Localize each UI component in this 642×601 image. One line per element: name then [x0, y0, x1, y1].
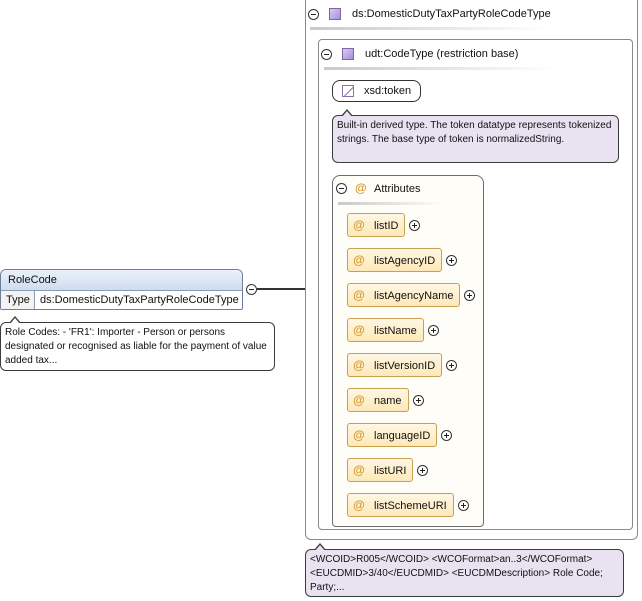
attribute-expand-button[interactable]: [457, 500, 469, 511]
attribute-list-uri[interactable]: @ listURI: [347, 458, 429, 482]
attribute-expand-button[interactable]: [446, 255, 458, 266]
attribute-expand-button[interactable]: [412, 395, 424, 406]
attribute-expand-button[interactable]: [417, 465, 429, 476]
simple-type-icon: [342, 85, 354, 97]
token-documentation: Built-in derived type. The token datatyp…: [332, 109, 619, 163]
complex-type-collapse-button[interactable]: [308, 9, 319, 20]
attribute-list-id[interactable]: @ listID: [347, 213, 421, 237]
element-documentation-text: Role Codes: - 'FR1': Importer - Person o…: [5, 327, 267, 366]
attribute-name: listSchemeURI: [374, 500, 447, 512]
attribute-list-scheme-uri[interactable]: @ listSchemeURI: [347, 493, 469, 517]
attribute-expand-button[interactable]: [441, 430, 453, 441]
attribute-icon: @: [353, 218, 365, 232]
attribute-name-attr[interactable]: @ name: [347, 388, 424, 412]
attribute-expand-button[interactable]: [427, 325, 439, 336]
attribute-name: listVersionID: [374, 360, 436, 372]
attributes-header-separator: [338, 202, 450, 205]
complex-type-name: ds:DomesticDutyTaxPartyRoleCodeType: [352, 8, 551, 20]
attribute-icon: @: [353, 498, 365, 512]
element-collapse-button[interactable]: [246, 284, 257, 295]
attribute-list-name[interactable]: @ listName: [347, 318, 439, 342]
element-name: RoleCode: [1, 270, 242, 291]
attribute-name: name: [374, 395, 402, 407]
attribute-name: listAgencyID: [374, 255, 436, 267]
element-documentation: Role Codes: - 'FR1': Importer - Person o…: [0, 316, 275, 371]
complex-type-documentation: <WCOID>R005</WCOID> <WCOFormat>an..3</WC…: [305, 543, 624, 597]
attribute-icon: @: [353, 428, 365, 442]
base-type-header-separator: [324, 67, 556, 70]
attribute-list-version-id[interactable]: @ listVersionID: [347, 353, 458, 377]
element-type-row: Type ds:DomesticDutyTaxPartyRoleCodeType: [1, 291, 242, 309]
attribute-name: listURI: [374, 465, 407, 477]
base-type-icon: [342, 48, 354, 60]
base-type-name: udt:CodeType (restriction base): [365, 48, 519, 60]
attribute-list-agency-id[interactable]: @ listAgencyID: [347, 248, 458, 272]
attribute-icon: @: [353, 253, 365, 267]
token-type-name: xsd:token: [364, 85, 412, 97]
attribute-icon: @: [353, 323, 365, 337]
token-documentation-text: Built-in derived type. The token datatyp…: [337, 120, 612, 145]
attribute-expand-button[interactable]: [409, 220, 421, 231]
element-rolecode[interactable]: RoleCode Type ds:DomesticDutyTaxPartyRol…: [0, 269, 243, 310]
attribute-expand-button[interactable]: [464, 290, 476, 301]
attribute-name: listName: [374, 325, 417, 337]
attribute-name: listAgencyName: [374, 290, 454, 302]
complex-type-documentation-text: <WCOID>R005</WCOID> <WCOFormat>an..3</WC…: [310, 554, 603, 593]
base-type-collapse-button[interactable]: [321, 49, 332, 60]
complex-type-header-separator: [310, 27, 550, 30]
attribute-icon: @: [353, 463, 365, 477]
complex-type-icon: [329, 8, 341, 20]
attributes-label: Attributes: [374, 183, 421, 195]
attribute-list-agency-name[interactable]: @ listAgencyName: [347, 283, 476, 307]
attributes-at-icon: @: [355, 181, 367, 195]
attribute-icon: @: [353, 358, 365, 372]
token-type-box[interactable]: xsd:token: [332, 80, 421, 102]
attribute-icon: @: [353, 393, 365, 407]
attribute-name: languageID: [374, 430, 431, 442]
attribute-language-id[interactable]: @ languageID: [347, 423, 453, 447]
type-label: Type: [1, 291, 35, 309]
type-value: ds:DomesticDutyTaxPartyRoleCodeType: [40, 294, 239, 306]
attributes-collapse-button[interactable]: [336, 183, 347, 194]
attribute-expand-button[interactable]: [446, 360, 458, 371]
attribute-name: listID: [374, 220, 399, 232]
attribute-icon: @: [353, 288, 365, 302]
